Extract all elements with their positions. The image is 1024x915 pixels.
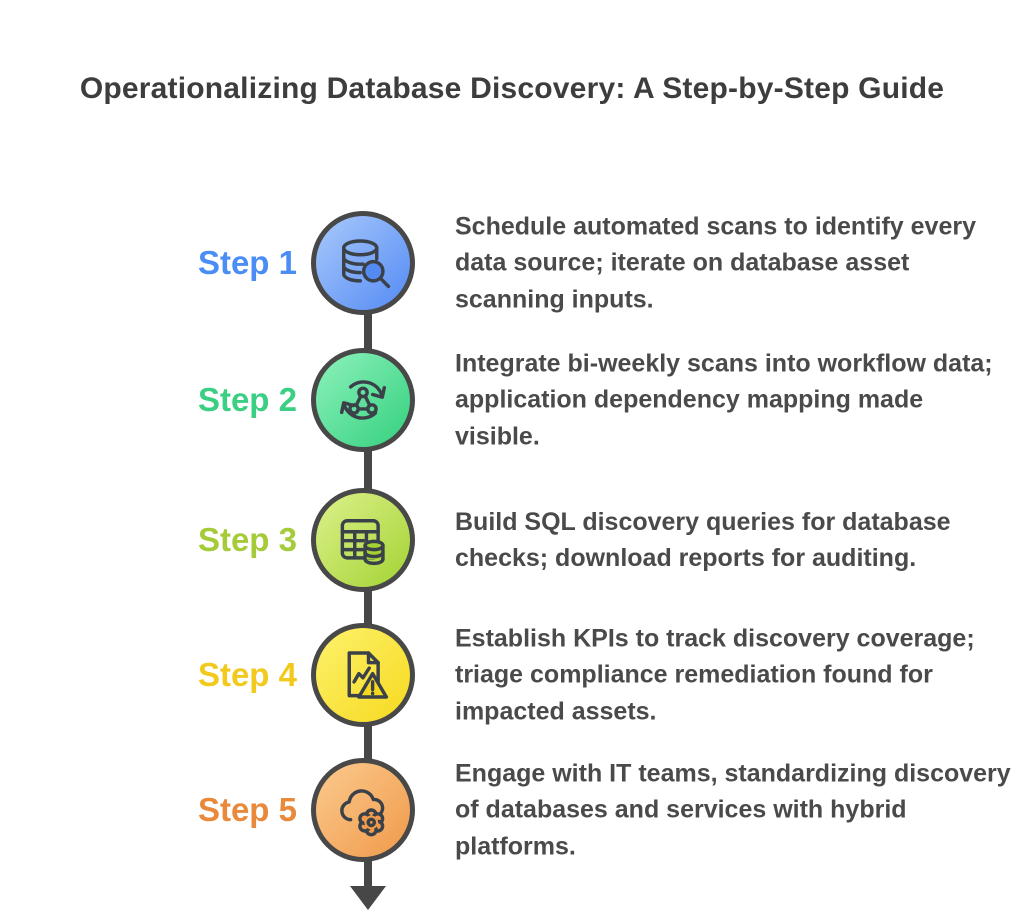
step-1-circle xyxy=(311,211,415,315)
step-row-4: Step 4 Establish KPIs to track discovery… xyxy=(0,618,1024,732)
cloud-gear-icon xyxy=(340,789,385,837)
step-row-5: Step 5 Engage with IT teams, standardizi… xyxy=(0,753,1024,867)
step-5-description: Engage with IT teams, standardizing disc… xyxy=(455,759,1011,861)
report-warning-icon xyxy=(347,651,389,699)
step-3-circle xyxy=(311,488,415,592)
step-4-circle xyxy=(311,623,415,727)
step-2-description: Integrate bi-weekly scans into workflow … xyxy=(455,349,993,451)
step-3-label: Step 3 xyxy=(197,521,297,558)
step-2-label: Step 2 xyxy=(197,381,297,418)
step-4-description: Establish KPIs to track discovery covera… xyxy=(455,624,975,726)
step-3-description: Build SQL discovery queries for database… xyxy=(455,507,951,572)
step-1-description: Schedule automated scans to identify eve… xyxy=(455,212,976,314)
step-5-circle xyxy=(311,758,415,862)
table-database-icon xyxy=(340,519,385,566)
sync-network-icon xyxy=(339,380,387,420)
step-row-1: Step 1 Schedule automated scans to ident… xyxy=(0,206,1024,320)
step-2-circle xyxy=(311,348,415,452)
page-title: Operationalizing Database Discovery: A S… xyxy=(79,72,945,105)
step-row-2: Step 2 Integrate bi-weekly scans into wo… xyxy=(0,343,1024,457)
step-4-label: Step 4 xyxy=(197,656,297,693)
step-5-label: Step 5 xyxy=(197,791,297,828)
step-1-label: Step 1 xyxy=(197,244,297,281)
database-search-icon xyxy=(342,239,391,289)
down-arrow-icon xyxy=(350,886,386,910)
step-row-3: Step 3 Build SQL discovery queries for d… xyxy=(0,483,1024,597)
